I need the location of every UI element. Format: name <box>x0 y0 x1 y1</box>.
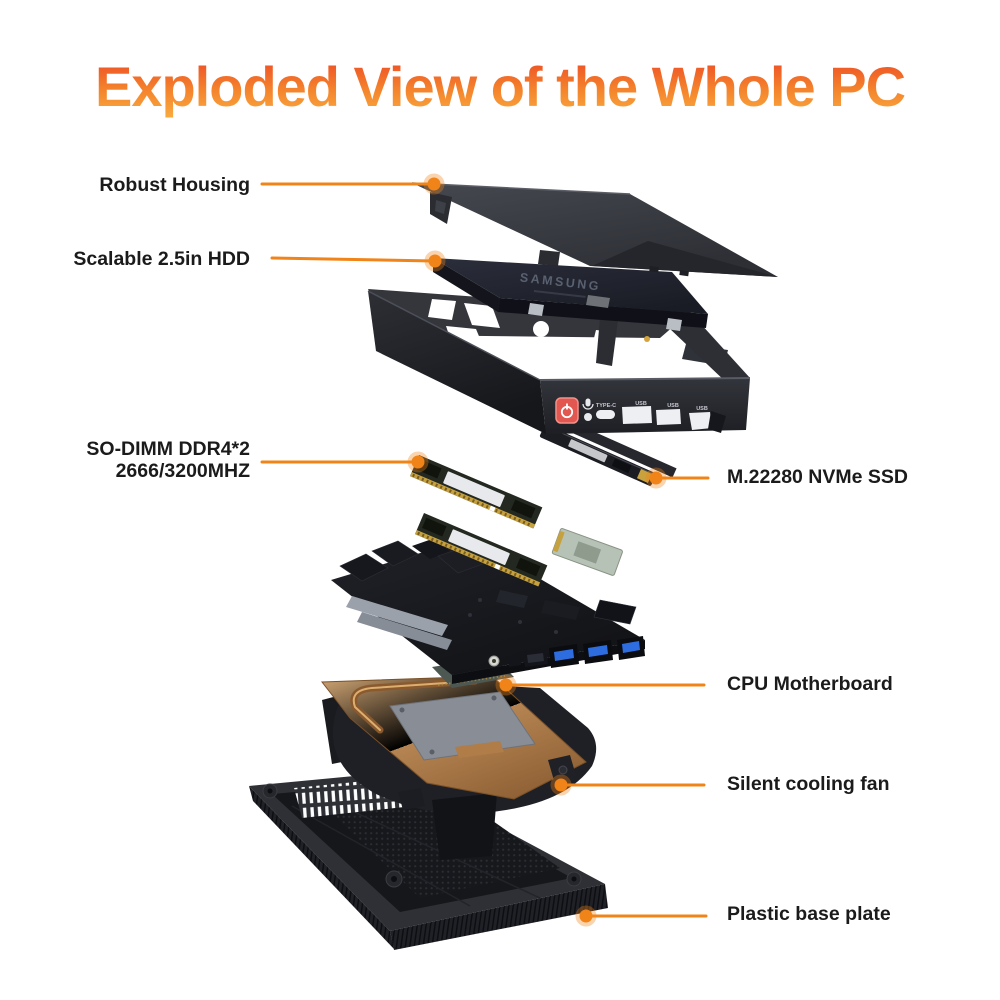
chassis-left-wall-edge <box>367 290 541 381</box>
ram1-pins <box>412 473 533 528</box>
cover-top-edge-highlight <box>411 182 631 195</box>
leader-dot-base <box>579 909 593 923</box>
hdd-2-5in: SAMSUNG <box>433 250 708 331</box>
fan-stem <box>432 793 497 860</box>
callout-hdd: Scalable 2.5in HDD <box>73 248 250 270</box>
ram2-label <box>448 529 510 565</box>
plastic-base-plate <box>249 772 608 950</box>
hdmi-port <box>523 649 548 667</box>
base-front-wall <box>390 884 608 950</box>
power-icon <box>560 403 574 419</box>
m2-gold-connector <box>636 468 652 483</box>
m2-label <box>568 439 608 463</box>
pad-copper-window <box>455 741 504 758</box>
chassis-left-wall <box>368 291 546 434</box>
ram1-label <box>443 471 505 507</box>
front-panel: TYPE-C USB USB USB <box>555 397 726 433</box>
callout-ssd: M.22280 NVMe SSD <box>727 466 908 488</box>
usb3-port-label: USB <box>696 406 708 412</box>
ram2-chip <box>422 517 447 537</box>
usb2-port-slot <box>656 409 681 425</box>
page-title: Exploded View of the Whole PC <box>0 54 1000 119</box>
cover-hinge-notch <box>435 200 446 214</box>
silent-cooling-fan <box>321 675 597 860</box>
m2-edge-highlight <box>546 425 655 475</box>
hdd-front-edge <box>498 298 708 328</box>
chassis-inner-brace <box>596 318 618 366</box>
cover-tooth <box>679 270 689 277</box>
pad-screws <box>399 695 497 755</box>
leader-dot-ssd <box>649 471 663 485</box>
ram-stick-2 <box>415 513 548 587</box>
leader-lines <box>260 182 710 918</box>
callout-ram: SO-DIMM DDR4*2 2666/3200MHZ <box>86 438 250 482</box>
leader-line-hdd <box>270 256 436 263</box>
ram2-notch <box>494 563 501 570</box>
ram2-pins <box>417 531 538 586</box>
cpu-motherboard <box>331 538 645 684</box>
hdd-top-face <box>433 258 708 314</box>
typec-port-slot <box>596 410 615 419</box>
usb1-port-label: USB <box>635 401 647 407</box>
top-cover <box>411 182 778 277</box>
cover-tooth <box>649 266 659 273</box>
leader-dot-hdd <box>428 254 442 268</box>
leader-dot-fan <box>554 778 568 792</box>
leader-dots <box>407 173 667 927</box>
wifi-module <box>551 528 623 576</box>
usb3-port-slot <box>689 412 712 430</box>
m2-chip <box>611 458 632 474</box>
ram1-notch <box>489 505 496 512</box>
fan-foot <box>398 788 425 810</box>
callout-fan: Silent cooling fan <box>727 773 890 795</box>
callout-ram-line1: SO-DIMM DDR4*2 <box>86 438 250 460</box>
usb1-port-slot <box>622 406 652 424</box>
motherboard-pcb <box>331 538 645 675</box>
base-screw-posts <box>262 778 582 888</box>
leader-dot-motherboard <box>499 678 513 692</box>
base-left-wall <box>249 786 394 949</box>
typec-port-label: TYPE-C <box>596 403 616 409</box>
leader-dot-ram <box>411 455 425 469</box>
usb2-port-label: USB <box>667 403 679 409</box>
hdd-subtext-line <box>533 289 586 298</box>
typec-port-rear <box>508 656 521 667</box>
base-floor-ridge <box>291 805 471 907</box>
cover-fold <box>592 241 778 277</box>
ram-stick-1 <box>410 455 543 529</box>
ram1-chip <box>510 499 536 519</box>
chassis-front-rim-edge <box>539 377 751 381</box>
hdd-mount-post <box>538 250 560 266</box>
fan-mount-screw <box>558 765 568 775</box>
callout-ram-line2: 2666/3200MHZ <box>115 460 250 482</box>
hdd-clip <box>528 303 544 316</box>
hdd-sticker <box>586 295 610 308</box>
callout-base: Plastic base plate <box>727 903 891 925</box>
chassis-gold-standoff <box>644 336 650 342</box>
base-floor-ridge <box>319 795 541 899</box>
mic-icon <box>582 398 594 410</box>
cpu-pins <box>437 675 506 686</box>
leader-dot-housing <box>427 177 441 191</box>
mic-hole <box>584 413 592 421</box>
front-panel-recess <box>708 411 726 433</box>
callout-robust-housing: Robust Housing <box>99 174 250 196</box>
usb3-ports-blue <box>549 636 645 668</box>
wifi-chip <box>573 541 602 564</box>
callout-motherboard: CPU Motherboard <box>727 673 893 695</box>
hdd-clip <box>666 318 682 331</box>
dc-jack <box>488 655 500 667</box>
chassis-right-rim <box>668 312 750 384</box>
heat-pipe-highlight <box>352 680 476 731</box>
ram2-chip <box>515 557 541 577</box>
wifi-gold-edge <box>552 530 565 553</box>
power-button <box>555 397 579 424</box>
hdd-left-edge <box>433 258 500 312</box>
